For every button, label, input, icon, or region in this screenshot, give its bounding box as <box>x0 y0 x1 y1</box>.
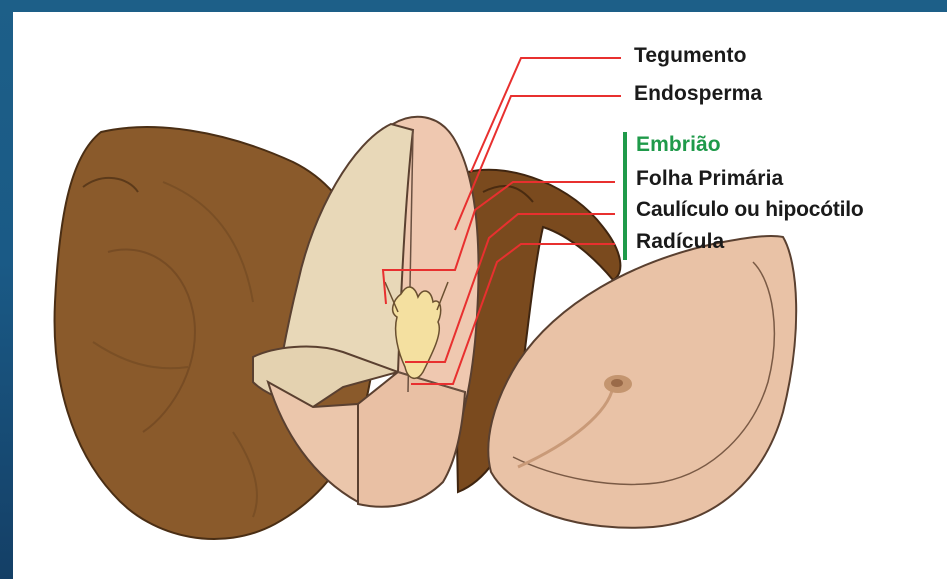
seed-anatomy-diagram <box>13 12 947 579</box>
leader-tegumento <box>471 58 621 172</box>
label-tegumento: Tegumento <box>634 44 747 68</box>
label-folha-primaria: Folha Primária <box>636 167 783 191</box>
label-cauliculo: Caulículo ou hipocótilo <box>636 198 864 222</box>
label-endosperma: Endosperma <box>634 82 762 106</box>
label-embriao: Embrião <box>636 133 721 157</box>
label-radicula: Radícula <box>636 230 724 254</box>
image-panel: Tegumento Endosperma Embrião Folha Primá… <box>13 12 947 579</box>
